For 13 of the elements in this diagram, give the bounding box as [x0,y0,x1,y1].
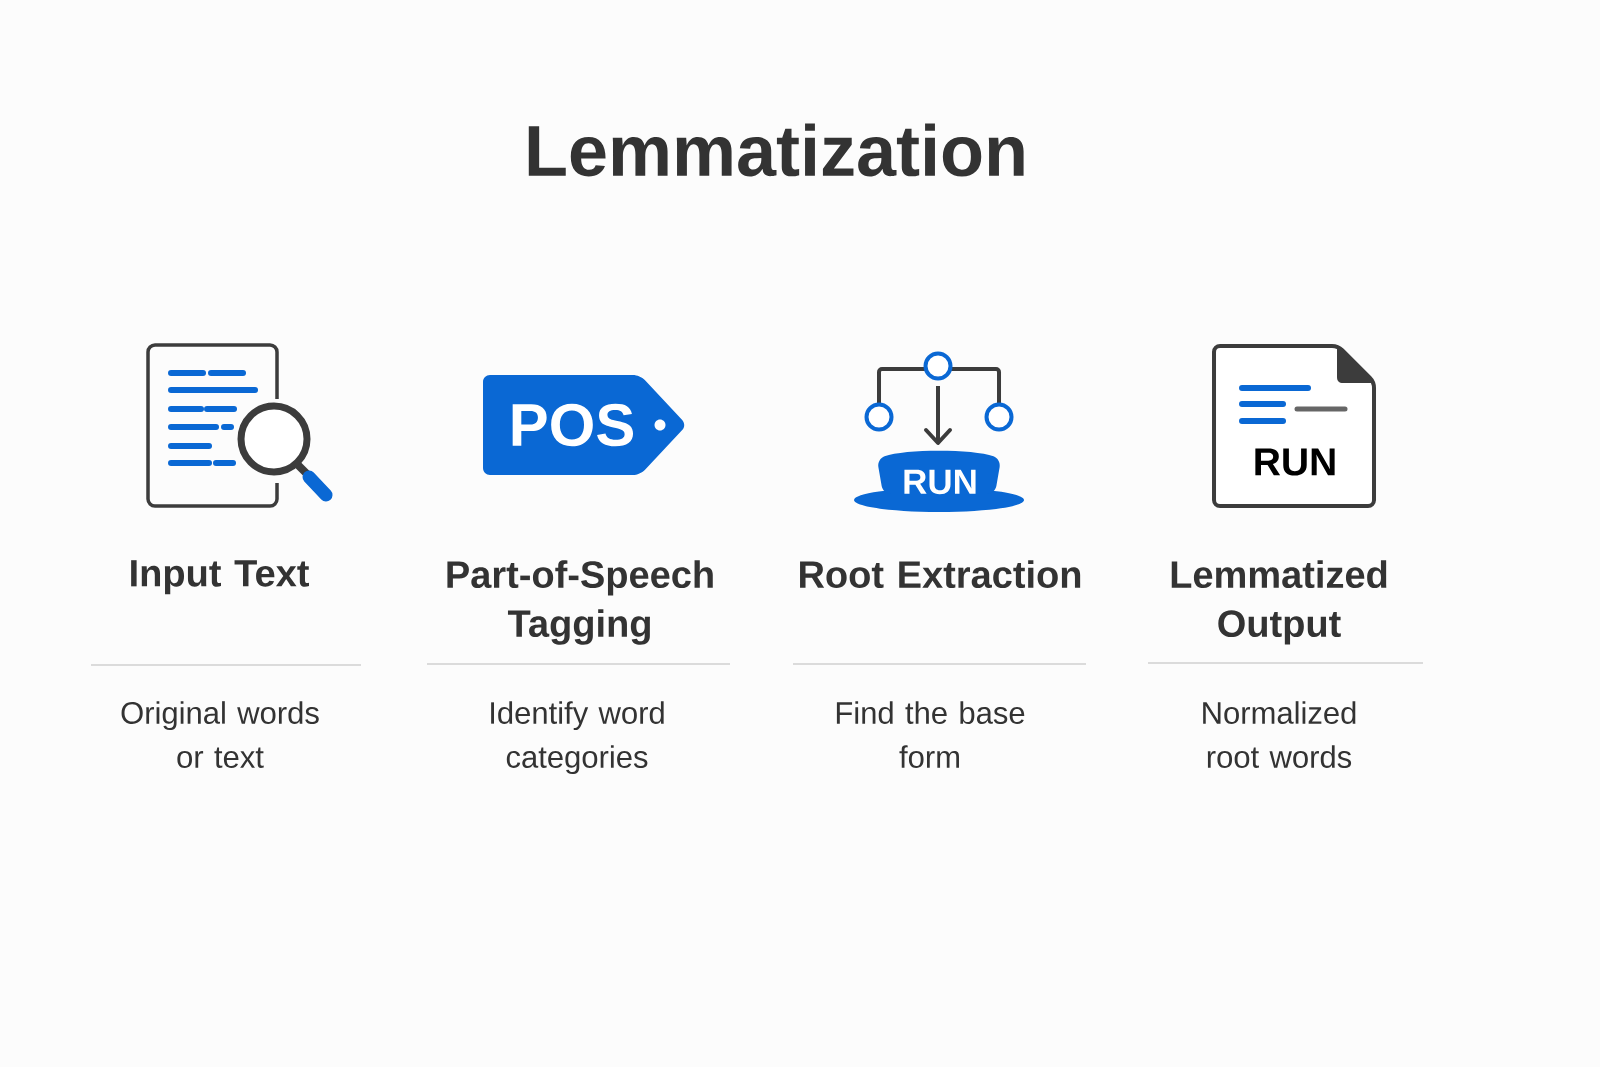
description: Normalized root words [1203,701,1356,768]
heading: Root Extraction [800,560,1081,589]
platform-badge: RUN [854,450,1024,512]
description: Identify word categories [491,701,664,775]
heading: Part-of-Speech Tagging [447,560,713,645]
title: Lemmatization [528,123,1024,177]
heading: Lemmatized Output [1171,560,1387,645]
document-page: RUN [1212,344,1376,508]
document-search-icon [146,343,333,508]
heading: Input Text [131,560,309,595]
description: Original words or text [121,701,319,768]
tag-label: POS [483,375,685,475]
description: Find the base form [836,701,1025,768]
